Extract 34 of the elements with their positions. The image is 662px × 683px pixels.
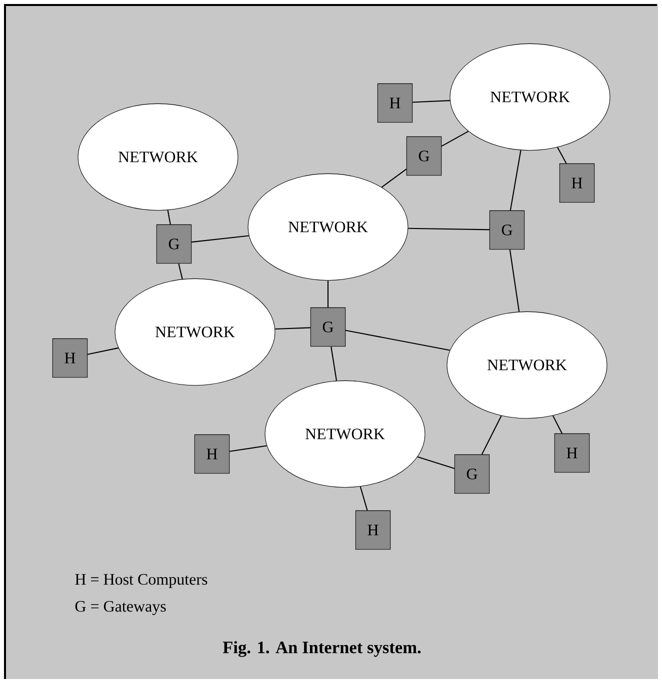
- square-box: H: [355, 510, 391, 550]
- connector-line: [510, 150, 522, 210]
- connector-line: [330, 346, 338, 381]
- connector-line: [88, 347, 118, 355]
- square-box: H: [559, 163, 595, 203]
- connector-line: [178, 263, 183, 280]
- connector-line: [360, 486, 368, 511]
- square-box: H: [52, 338, 88, 378]
- connector-line: [230, 445, 267, 452]
- connector-line: [412, 100, 450, 103]
- connector-line: [167, 210, 171, 224]
- square-box: G: [454, 454, 490, 494]
- square-box: H: [377, 83, 413, 123]
- connector-line: [346, 330, 450, 351]
- connector-line: [408, 228, 490, 230]
- connector-line: [192, 235, 249, 243]
- connector-line: [327, 280, 329, 308]
- square-box: H: [194, 434, 230, 474]
- connector-line: [381, 168, 407, 188]
- square-box: G: [156, 224, 192, 264]
- square-box: H: [554, 433, 590, 473]
- square-box: G: [489, 210, 525, 250]
- legend-text: H = Host Computers: [75, 574, 208, 588]
- connector-line: [557, 147, 567, 164]
- connector-line: [441, 130, 469, 147]
- caption: Fig. 1. An Internet system.: [222, 641, 421, 657]
- connector-line: [481, 416, 502, 455]
- square-box: G: [406, 136, 442, 176]
- square-box: G: [310, 307, 346, 347]
- connector-line: [275, 327, 310, 330]
- connector-line: [552, 415, 562, 434]
- legend-text: G = Gateways: [75, 600, 166, 616]
- connector-line: [417, 456, 455, 469]
- connector-line: [509, 250, 520, 312]
